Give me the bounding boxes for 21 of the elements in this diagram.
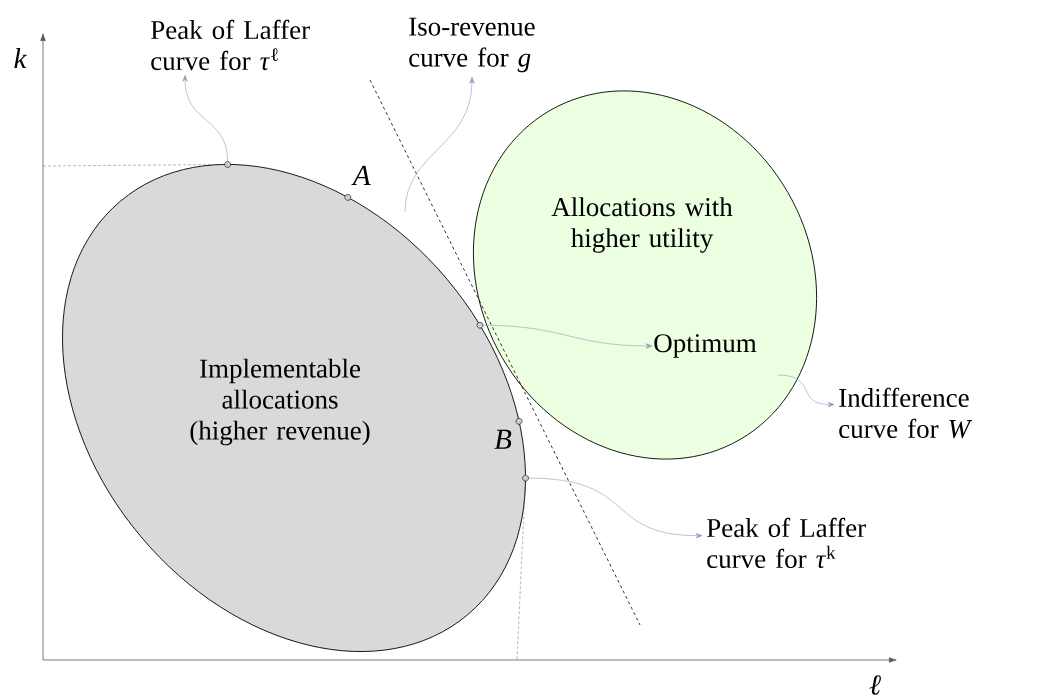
- point-marker: [476, 321, 484, 329]
- point-label: B: [494, 429, 512, 449]
- axis-label: k: [14, 47, 27, 69]
- callout-text: Indifference curve for W: [839, 387, 973, 439]
- point-marker: [522, 474, 529, 482]
- leader-line: [482, 324, 653, 349]
- point-marker: [344, 194, 352, 201]
- callout-text: Peak of Laffer curve for τ$^{ℓ}$: [151, 19, 310, 71]
- leader-line: [777, 374, 835, 408]
- callout-text: Peak of Laffer curve for τ$^{k}$: [707, 517, 866, 569]
- point-marker: [224, 161, 231, 168]
- region-label: Implementable allocations (higher revenue): [190, 358, 370, 446]
- node-label: Optimum: [654, 334, 757, 358]
- region-label: Allocations with higher utility: [551, 197, 733, 253]
- axis-label: ℓ: [869, 675, 881, 695]
- callout-text: Iso-revenue curve for g: [409, 17, 535, 73]
- point-label: A: [351, 165, 371, 185]
- leader-line: [528, 477, 703, 539]
- leader-line: [182, 74, 228, 162]
- point-marker: [515, 418, 523, 425]
- leader-line: [404, 76, 475, 213]
